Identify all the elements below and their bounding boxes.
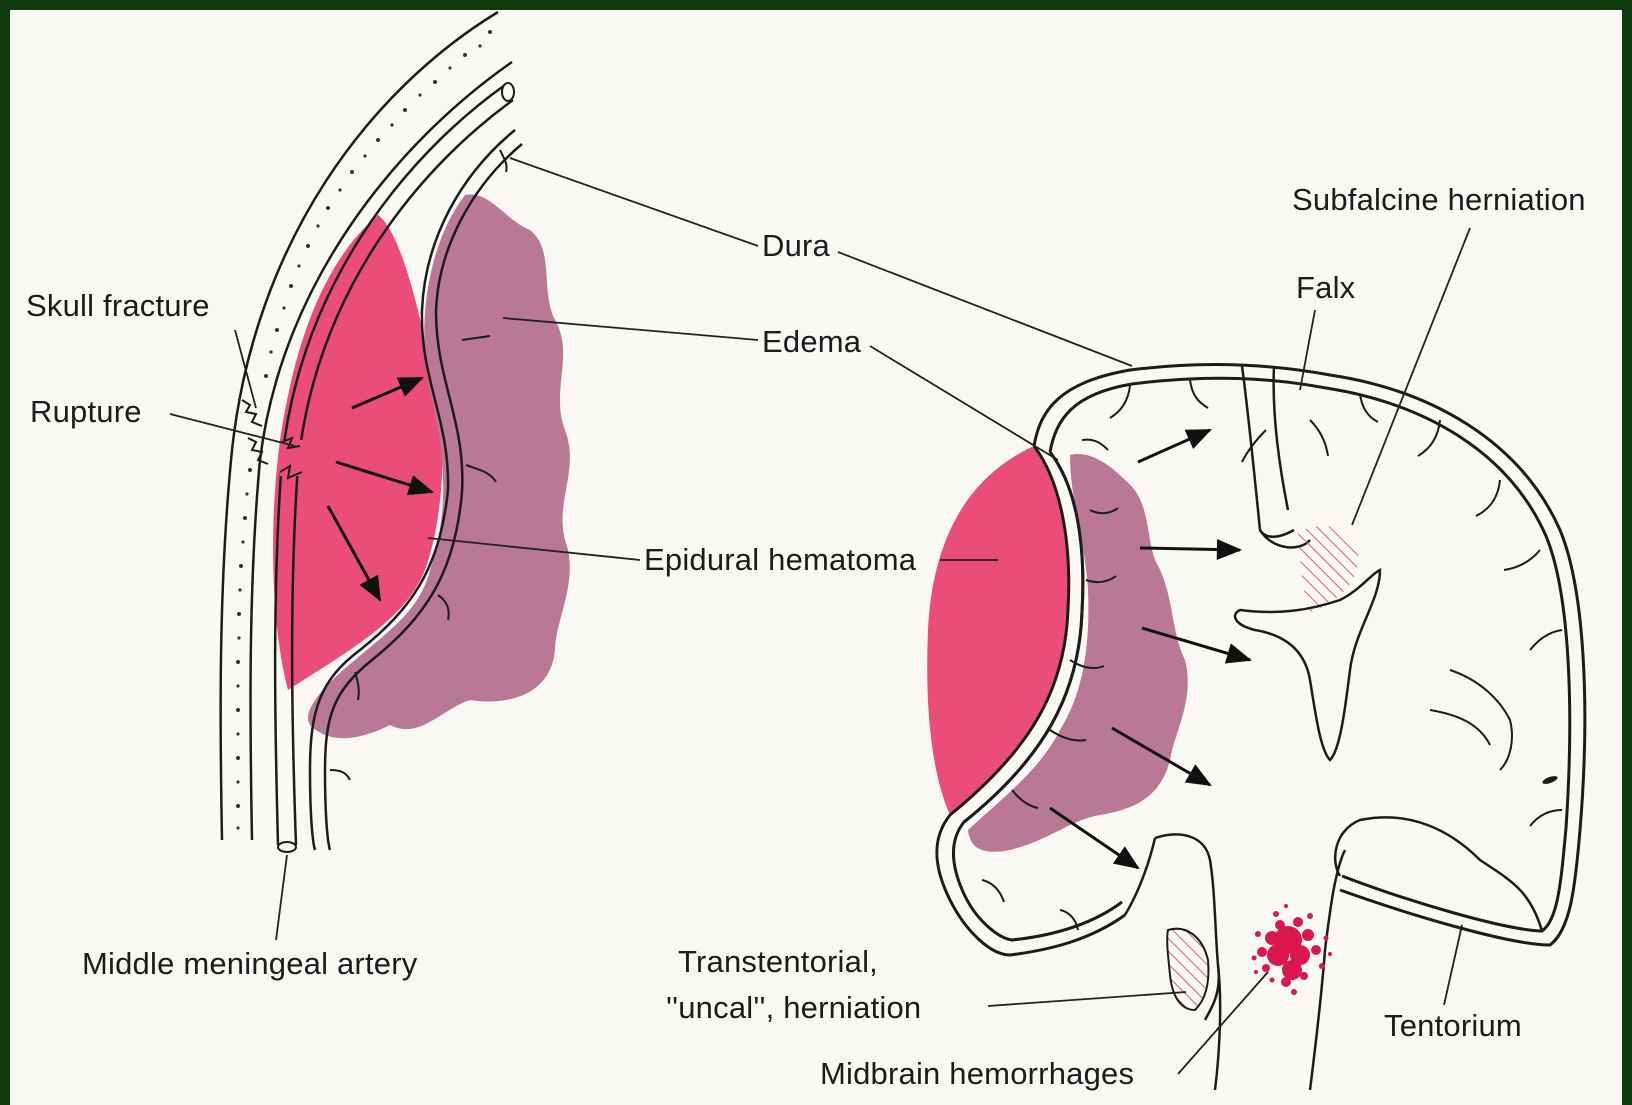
leader-dura-right [838, 252, 1132, 366]
skull-fracture-line-2 [248, 438, 268, 464]
leader-middle-meningeal-artery [276, 855, 287, 940]
midbrain-hemorrhages-cluster [1252, 904, 1333, 995]
shift-arrow [1138, 430, 1210, 462]
uncal-outline [1125, 838, 1155, 915]
label-tentorium: Tentorium [1384, 1008, 1522, 1044]
skull-fracture-line [242, 400, 262, 426]
leader-falx [1300, 310, 1315, 390]
tentorium-fold [1335, 817, 1542, 931]
leader-subfalcine [1352, 228, 1470, 525]
brainstem-right-outline [1310, 850, 1345, 1090]
subfalcine-herniation-area [1298, 526, 1358, 612]
artery-cut-end-bottom [278, 842, 296, 852]
cortical-sulci [982, 380, 1562, 930]
label-transtentorial-line2: ''uncal'', herniation [666, 990, 921, 1026]
label-edema: Edema [762, 324, 861, 360]
label-middle-meningeal-artery: Middle meningeal artery [82, 946, 417, 982]
skull-section-detail [221, 12, 570, 852]
leader-transtentorial [988, 992, 1186, 1006]
artery-cut-end-top [502, 83, 514, 101]
leader-tentorium [1444, 925, 1462, 1005]
label-rupture: Rupture [30, 394, 142, 430]
label-skull-fracture: Skull fracture [26, 288, 210, 324]
label-transtentorial-line1: Transtentorial, [678, 944, 878, 980]
label-midbrain-hemorrhages: Midbrain hemorrhages [820, 1056, 1134, 1092]
shift-arrow [1140, 548, 1240, 550]
falx [1242, 366, 1294, 537]
uncal-herniation-area [1167, 929, 1208, 1010]
label-epidural-hematoma: Epidural hematoma [644, 542, 916, 578]
label-subfalcine-herniation: Subfalcine herniation [1292, 182, 1586, 218]
leader-dura-left [510, 158, 758, 246]
label-falx: Falx [1296, 270, 1355, 306]
leader-edema-right [870, 346, 1058, 460]
diagram-canvas: Skull fracture Rupture Middle meningeal … [10, 10, 1622, 1105]
label-dura: Dura [762, 228, 830, 264]
brain-coronal-section [927, 365, 1585, 1090]
shift-arrow [1050, 808, 1138, 868]
